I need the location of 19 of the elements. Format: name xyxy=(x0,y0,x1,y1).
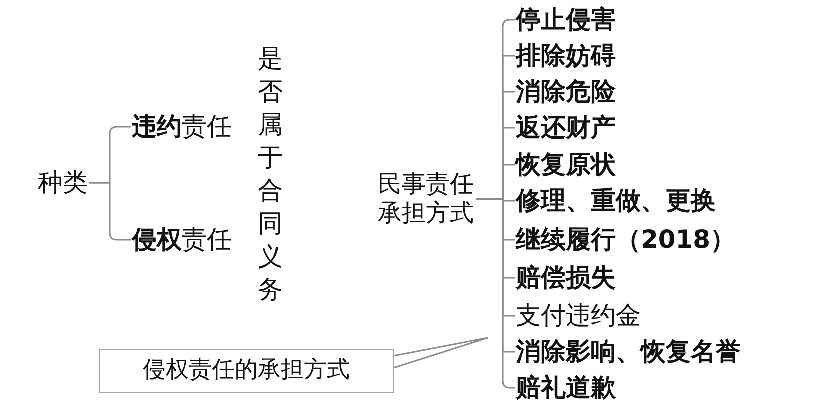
branch-text: 继续履行（2018） xyxy=(516,225,736,255)
callout-box: 侵权责任的承担方式 xyxy=(99,349,394,393)
branch-text: 排除妨碍 xyxy=(516,41,616,71)
branch-text: 侵权责任 xyxy=(132,225,232,255)
branch-text: 恢复原状 xyxy=(516,150,616,180)
branch-text: 返还财产 xyxy=(516,113,616,143)
branch-text: 支付违约金 xyxy=(516,301,641,331)
branch-text: 修理、重做、更换 xyxy=(516,186,716,216)
heading-text: 民事责任承担方式 xyxy=(378,170,475,228)
branch-text: 违约责任 xyxy=(132,112,232,142)
branch-text: 赔偿损失 xyxy=(516,263,616,293)
callout-pointer xyxy=(393,337,489,369)
branch-text: 赔礼道歉 xyxy=(516,373,616,403)
bracket-line xyxy=(89,182,131,241)
branch-text: 停止侵害 xyxy=(516,5,616,35)
branch-text: 消除影响、恢复名誉 xyxy=(516,337,741,367)
heading-text: 种类 xyxy=(38,168,88,198)
vertical-text: 是否属于合同义务 xyxy=(258,43,283,306)
branch-text: 消除危险 xyxy=(516,77,616,107)
